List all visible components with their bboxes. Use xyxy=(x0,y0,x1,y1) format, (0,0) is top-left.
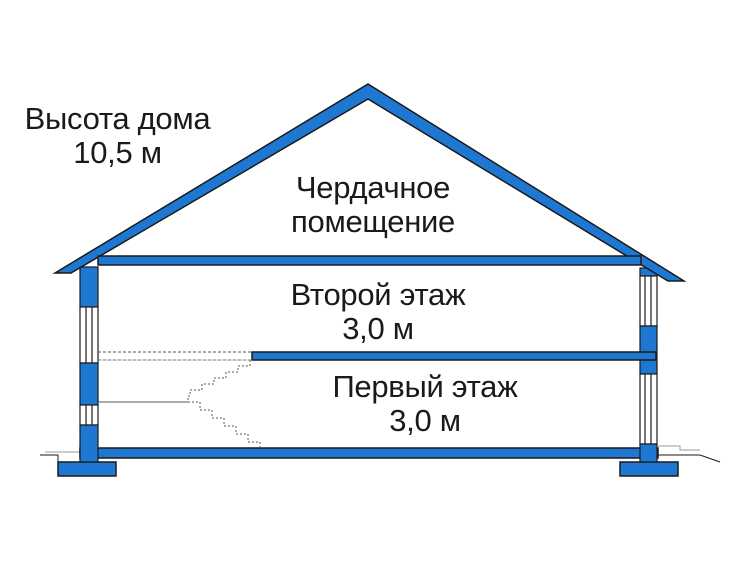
second-floor-label: Второй этаж 3,0 м xyxy=(258,278,498,346)
house-height-value: 10,5 м xyxy=(73,135,162,170)
second-floor-height: 3,0 м xyxy=(342,311,414,346)
left-wall xyxy=(79,266,99,463)
entrance-step xyxy=(657,445,700,451)
right-wall xyxy=(639,267,658,463)
right-foundation xyxy=(619,461,679,477)
attic-label-line1: Чердачное xyxy=(295,170,451,205)
ground-floor-slab xyxy=(79,447,659,459)
attic-label: Чердачное помещение xyxy=(268,171,478,239)
second-floor-slab xyxy=(251,351,657,361)
stair-opening-outline xyxy=(98,351,252,361)
first-floor-label: Первый этаж 3,0 м xyxy=(305,370,545,438)
first-floor-name: Первый этаж xyxy=(332,369,518,404)
staircase xyxy=(98,360,261,448)
attic-label-line2: помещение xyxy=(291,204,455,239)
first-floor-height: 3,0 м xyxy=(389,403,461,438)
attic-floor-slab xyxy=(97,255,642,266)
second-floor-name: Второй этаж xyxy=(290,277,466,312)
house-height-label: Высота дома 10,5 м xyxy=(10,102,225,170)
left-foundation xyxy=(57,461,117,477)
roof xyxy=(52,83,687,282)
house-height-title: Высота дома xyxy=(24,101,211,136)
